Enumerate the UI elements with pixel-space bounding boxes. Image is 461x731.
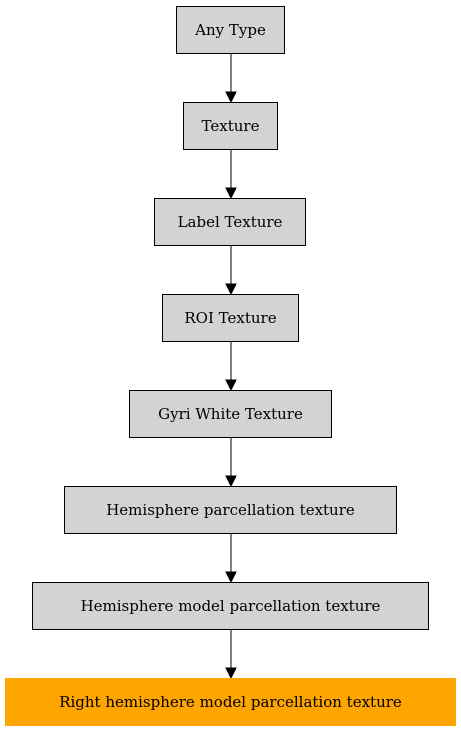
node-label: Hemisphere model parcellation texture — [80, 597, 381, 615]
node-label: Texture — [201, 117, 260, 135]
edge-arrowhead — [225, 667, 237, 680]
node-label: Hemisphere parcellation texture — [106, 501, 355, 519]
node-right-hemisphere-model-parcellation-texture: Right hemisphere model parcellation text… — [5, 678, 456, 726]
node-label: Gyri White Texture — [158, 405, 303, 423]
node-label-texture: Label Texture — [154, 198, 306, 246]
node-hemisphere-parcellation-texture: Hemisphere parcellation texture — [64, 486, 397, 534]
edge-arrowhead — [225, 475, 237, 488]
node-label: Label Texture — [177, 213, 283, 231]
node-label: ROI Texture — [184, 309, 277, 327]
node-roi-texture: ROI Texture — [162, 294, 299, 342]
node-label: Any Type — [195, 21, 266, 39]
node-label: Right hemisphere model parcellation text… — [59, 693, 402, 711]
node-any-type: Any Type — [176, 6, 285, 54]
edge-arrowhead — [225, 283, 237, 296]
edge-arrowhead — [225, 187, 237, 200]
edge-arrowhead — [225, 379, 237, 392]
edge-arrowhead — [225, 91, 237, 104]
edge-arrowhead — [225, 571, 237, 584]
node-gyri-white-texture: Gyri White Texture — [129, 390, 332, 438]
node-texture: Texture — [183, 102, 278, 150]
node-hemisphere-model-parcellation-texture: Hemisphere model parcellation texture — [32, 582, 429, 630]
